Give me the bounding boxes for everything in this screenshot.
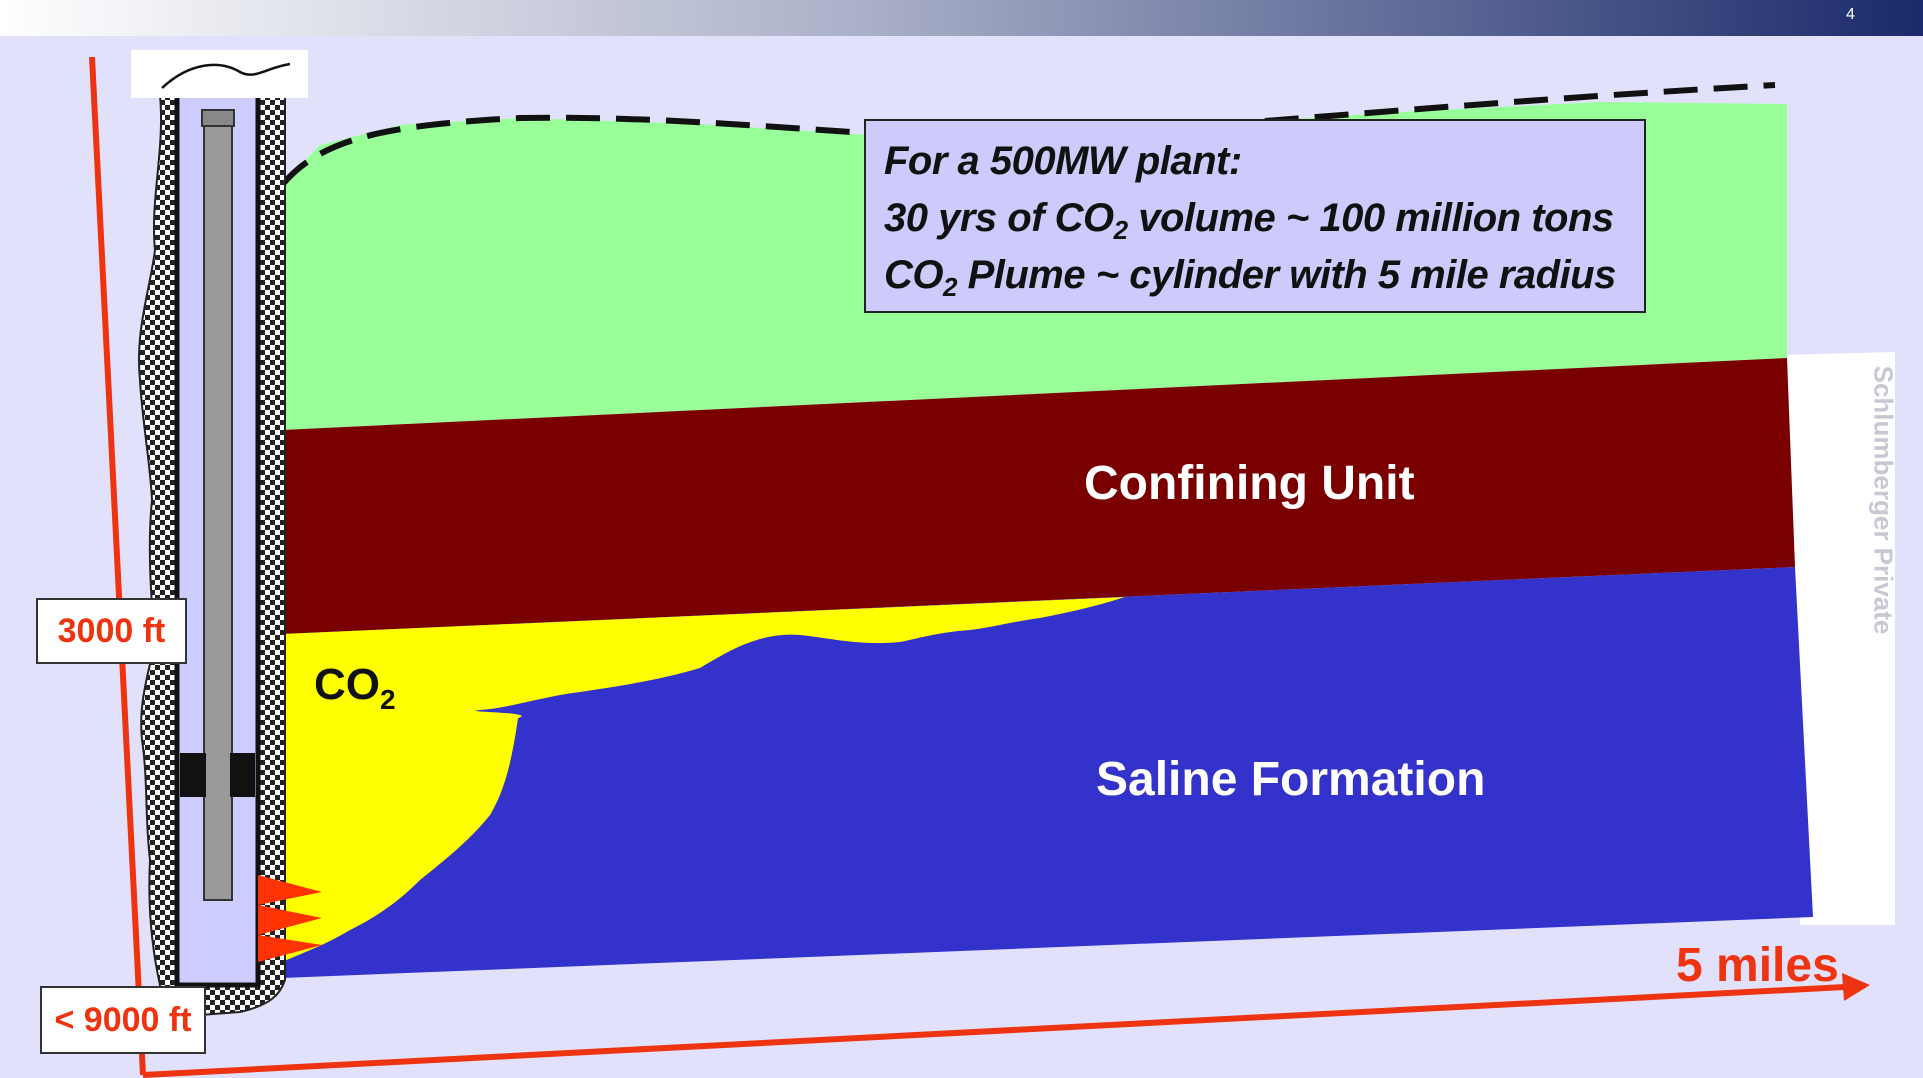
plant-info-callout: For a 500MW plant: 30 yrs of CO2 volume …: [864, 119, 1646, 313]
perforation-flame: [258, 935, 322, 962]
co2-plume-label: CO2: [314, 660, 396, 715]
info-line-3: CO2 Plume ~ cylinder with 5 mile radius: [884, 253, 1616, 302]
background-panel: [1780, 352, 1895, 925]
depth-axis: [89, 56, 146, 1076]
depth-label-3000ft: 3000 ft: [36, 598, 187, 664]
distance-axis: [142, 984, 1846, 1078]
page-number: 4: [1846, 6, 1855, 23]
info-line-2: 30 yrs of CO2 volume ~ 100 million tons: [884, 196, 1614, 245]
perforation-flame: [258, 875, 322, 905]
info-line-1: For a 500MW plant:: [884, 139, 1242, 183]
distance-scale-label: 5 miles: [1676, 939, 1839, 992]
confining-unit-label: Confining Unit: [1084, 457, 1415, 510]
wellhead-box: [131, 50, 308, 98]
saline-formation-label: Saline Formation: [1096, 753, 1486, 806]
distance-arrow-head: [1842, 973, 1870, 1001]
watermark-text: Schlumberger Private: [1868, 365, 1899, 635]
confining-unit-layer: [282, 358, 1795, 634]
wellhead-symbol: [161, 62, 291, 89]
header-bar: [0, 0, 1923, 36]
tubing-cap: [201, 109, 235, 127]
depth-label-9000ft: < 9000 ft: [40, 986, 206, 1054]
perforations: [258, 875, 322, 962]
co2-plume: [282, 597, 1125, 962]
perforation-flame: [258, 905, 322, 935]
packer-tubing-pass: [206, 753, 230, 797]
